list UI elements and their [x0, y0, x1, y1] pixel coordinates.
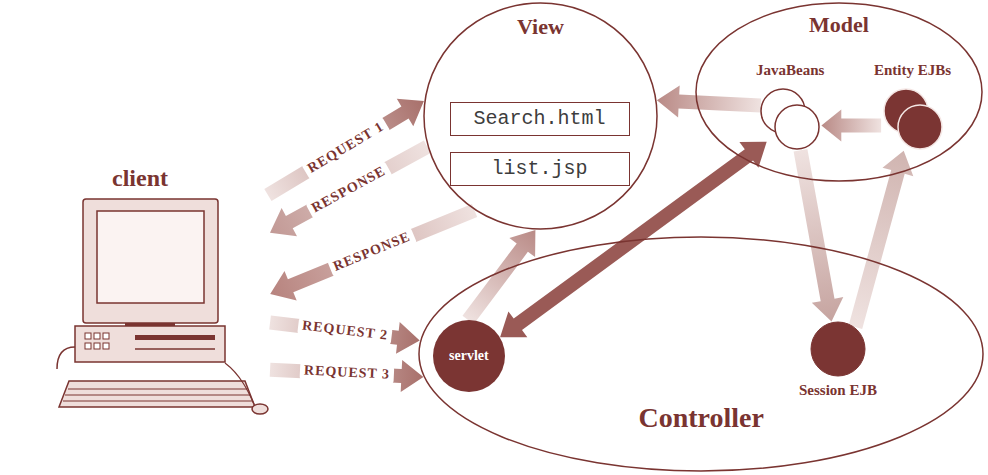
javabeans-node: JavaBeans [740, 62, 840, 152]
region-outline [419, 237, 983, 471]
mouse-cord [225, 363, 254, 404]
drive-slot [135, 335, 215, 340]
key-row [65, 395, 250, 396]
entity-ejb-node: Entity EJBs [855, 62, 970, 152]
component-label: Entity EJBs [874, 62, 951, 79]
bean-circle [898, 105, 942, 149]
computer-illustration [55, 195, 270, 420]
arrow-label: REQUEST 2 [297, 318, 392, 346]
session-circle [811, 322, 865, 376]
client-node: client [55, 165, 270, 420]
region-outline [696, 3, 982, 181]
session-ejb-node: Session EJB [788, 321, 888, 405]
flow-arrow [657, 86, 761, 118]
client-computer-area [55, 195, 270, 420]
client-label: client [112, 165, 168, 193]
file-name: list.jsp [492, 157, 588, 180]
flow-arrow [269, 316, 420, 354]
controller-region: Controller servletSession EJB [418, 236, 984, 472]
file-box: Search.html [450, 102, 630, 136]
flow-arrow [270, 360, 424, 392]
system-unit [75, 326, 225, 362]
button [94, 343, 100, 349]
button [103, 343, 109, 349]
file-box: list.jsp [450, 152, 630, 186]
monitor [83, 199, 218, 323]
arrow-label: RESPONSE [328, 227, 418, 277]
region-title: View [517, 14, 564, 39]
session-ejb-icon [810, 321, 866, 377]
drive-line [135, 348, 215, 350]
button [103, 333, 109, 339]
region-title: Controller [639, 402, 764, 434]
arrow-label: REQUEST 3 [299, 363, 394, 384]
button [94, 333, 100, 339]
view-region: ViewSearch.html list.jsp [423, 2, 658, 230]
power-cable [57, 347, 75, 369]
flow-arrow [821, 110, 881, 142]
mouse [252, 404, 268, 414]
component-label: servlet [449, 348, 489, 364]
file-name: Search.html [474, 107, 606, 130]
flow-arrow [794, 149, 844, 322]
button [85, 333, 91, 339]
bean-circle [775, 105, 819, 149]
component-label: JavaBeans [756, 62, 824, 79]
flow-arrow [463, 230, 536, 324]
key-row [68, 389, 247, 390]
key-row [63, 401, 252, 402]
model-region: ModelJavaBeans Entity EJBs [695, 2, 983, 182]
entity-bean-icon [881, 86, 945, 152]
keyboard [59, 381, 255, 407]
flow-arrow [270, 204, 477, 301]
button [85, 343, 91, 349]
servlet-circle: servlet [433, 320, 505, 392]
javabean-icon [758, 86, 822, 152]
region-title: Model [809, 12, 869, 37]
screen [97, 211, 204, 303]
region-outline [424, 3, 657, 229]
component-label: Session EJB [799, 382, 877, 399]
